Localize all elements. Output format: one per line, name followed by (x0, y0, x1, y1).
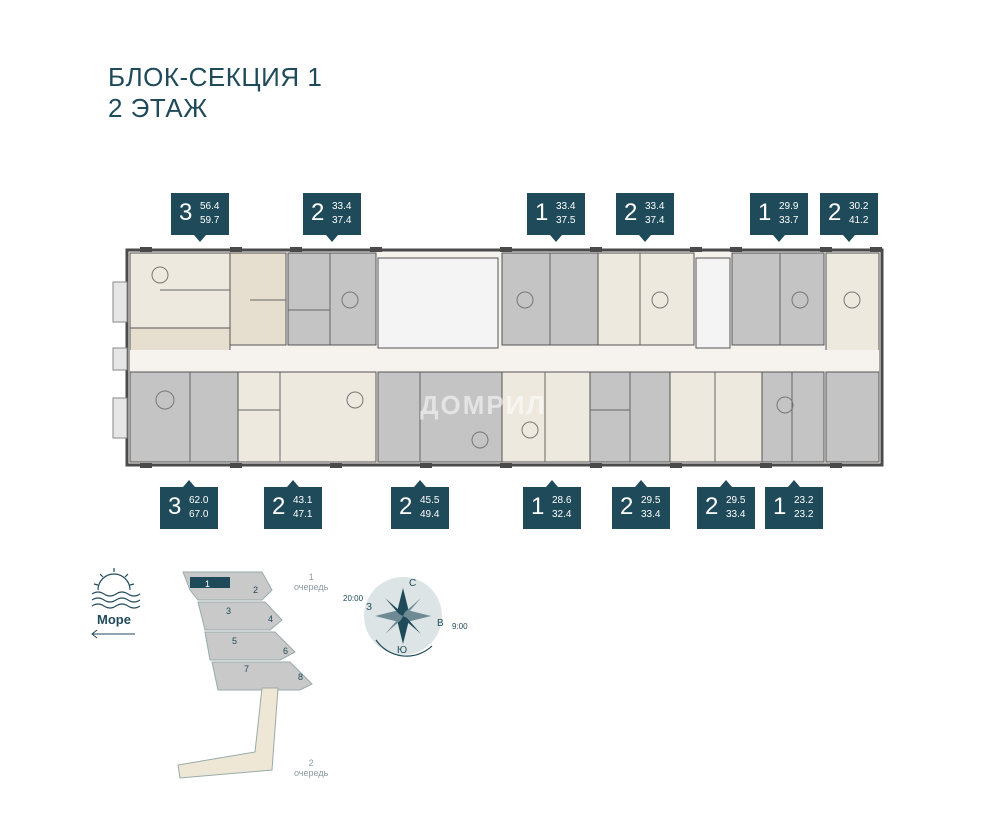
section-number: 4 (268, 614, 274, 624)
unit-top-2 (287, 252, 377, 346)
unit-bottom-2 (237, 371, 377, 463)
section-number: 3 (226, 606, 232, 616)
unit-bottom-7b (825, 371, 880, 463)
sunrise-time: 9:00 (452, 622, 468, 631)
section-number: 2 (253, 585, 259, 595)
section-number: 8 (298, 672, 304, 682)
site-plan (177, 571, 313, 779)
sun-sea-icon (91, 568, 141, 609)
unit-top-1-bedroom (229, 252, 287, 346)
unit-bottom-3 (377, 371, 503, 463)
unit-bottom-7 (761, 371, 825, 463)
section-number: 1 (205, 579, 211, 589)
balcony (112, 281, 128, 323)
unit-bottom-6 (669, 371, 763, 463)
corridor (130, 350, 879, 372)
partitions (160, 253, 793, 462)
balcony (112, 347, 128, 371)
section-number: 7 (244, 664, 250, 674)
title-line-1: БЛОК-СЕКЦИЯ 1 (108, 62, 323, 92)
furniture (151, 266, 861, 449)
balcony (112, 397, 128, 439)
stair-2 (695, 257, 731, 349)
unit-top-4 (597, 252, 695, 346)
unit-bottom-1 (129, 371, 239, 463)
compass-west: З (366, 602, 373, 613)
unit-top-5 (731, 252, 825, 346)
section-number: 6 (283, 646, 289, 656)
watermark: ДОМРИЛ (420, 390, 547, 420)
unit-bottom-4 (501, 371, 591, 463)
sea-label: Море (97, 612, 131, 627)
window-marks (140, 247, 882, 468)
compass-east: В (437, 618, 444, 629)
title-line-2: 2 ЭТАЖ (108, 93, 208, 123)
page-title: БЛОК-СЕКЦИЯ 1 2 ЭТАЖ (108, 62, 322, 124)
section-number: 5 (232, 636, 238, 646)
queue-2-label: 2 очередь (294, 758, 329, 778)
sunset-time: 20:00 (343, 594, 364, 603)
compass-rose (364, 577, 442, 657)
queue-1-label: 1 очередь (294, 572, 329, 592)
compass-south: Ю (397, 645, 408, 656)
compass-north: С (409, 578, 417, 589)
stair-core (377, 257, 499, 349)
site-section-1-highlight (190, 577, 230, 588)
arrow-left-icon (91, 629, 135, 639)
